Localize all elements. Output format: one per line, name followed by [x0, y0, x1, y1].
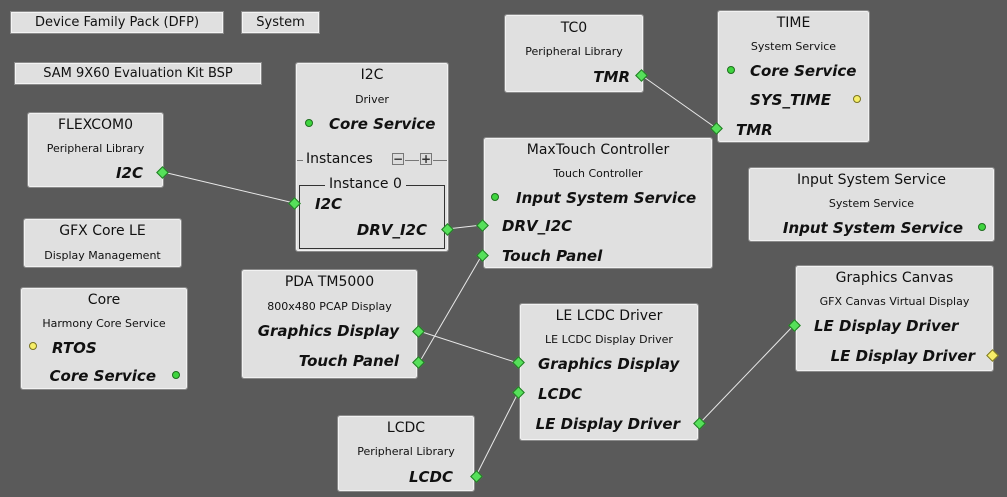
instances-divider-mid [405, 160, 419, 161]
node-title: TC0 [560, 20, 588, 36]
node-subtitle: 800x480 PCAP Display [267, 300, 392, 313]
instance-0-label: Instance 0 [325, 176, 406, 192]
core-service-port-label: Core Service [750, 62, 857, 80]
i2c-port-label: I2C [115, 164, 143, 182]
wire-lelcdc-canvas [698, 324, 795, 425]
node-subtitle: GFX Canvas Virtual Display [819, 295, 970, 308]
node-subtitle: Touch Controller [553, 167, 643, 180]
core-service-port-label: Core Service [49, 367, 156, 385]
node-subtitle: Peripheral Library [46, 142, 145, 155]
sys-time-port-label: SYS_TIME [750, 91, 831, 109]
wire-lcdc-lelcdc [475, 392, 519, 477]
node-title: TIME [776, 15, 811, 31]
time-core-service-connector[interactable] [727, 66, 735, 74]
node-title: GFX Core LE [59, 223, 146, 239]
lcdc-port-label: LCDC [538, 385, 583, 403]
i2c-port-label: I2C [315, 195, 343, 213]
node-subtitle: Peripheral Library [525, 45, 623, 58]
wire-pda-maxtouch-touch [418, 254, 483, 364]
graphics-canvas-node[interactable]: Graphics Canvas GFX Canvas Virtual Displ… [795, 265, 994, 372]
input-system-connector[interactable] [978, 223, 986, 231]
pda-tm5000-node[interactable]: PDA TM5000 800x480 PCAP Display Graphics… [241, 269, 418, 379]
wire-flexcom0-i2c [162, 171, 295, 204]
dfp-button[interactable]: Device Family Pack (DFP) [10, 11, 224, 34]
instances-divider-left [297, 160, 303, 161]
node-title: Core [87, 292, 121, 308]
maxtouch-node[interactable]: MaxTouch Controller Touch Controller Inp… [483, 137, 713, 269]
le-display-driver-port-label: LE Display Driver [535, 415, 680, 433]
rtos-port-label: RTOS [52, 339, 97, 357]
node-title: Input System Service [796, 172, 947, 188]
gfx-core-node[interactable]: GFX Core LE Display Management [23, 218, 182, 268]
le-lcdc-driver-node[interactable]: LE LCDC Driver LE LCDC Display Driver Gr… [519, 303, 699, 441]
node-subtitle: LE LCDC Display Driver [545, 333, 673, 346]
core-rtos-connector[interactable] [29, 342, 37, 350]
graphics-display-port-label: Graphics Display [257, 322, 399, 340]
node-subtitle: Display Management [44, 249, 161, 262]
node-subtitle: Driver [355, 93, 389, 106]
input-system-port-label: Input System Service [782, 219, 963, 237]
wire-pda-lelcdc-gfx [418, 330, 519, 364]
maxtouch-input-connector[interactable] [491, 193, 499, 201]
drv-i2c-port-label: DRV_I2C [356, 221, 427, 239]
touch-panel-port-label: Touch Panel [502, 247, 603, 265]
node-subtitle: System Service [828, 197, 915, 210]
core-core-service-connector[interactable] [172, 371, 180, 379]
node-title: PDA TM5000 [284, 274, 375, 290]
touch-panel-port-label: Touch Panel [298, 352, 399, 370]
lcdc-node[interactable]: LCDC Peripheral Library LCDC [337, 415, 475, 492]
node-title: LCDC [386, 420, 426, 436]
core-service-port-label: Core Service [329, 115, 436, 133]
add-instance-button[interactable]: + [420, 152, 432, 166]
node-title: Graphics Canvas [835, 270, 954, 286]
system-button[interactable]: System [241, 11, 320, 34]
node-title: LE LCDC Driver [555, 308, 663, 324]
i2c-node[interactable]: I2C Driver Core Service Instances − + In… [295, 62, 449, 252]
instances-divider-right [433, 160, 447, 161]
instances-label: Instances [306, 151, 373, 167]
node-subtitle: Harmony Core Service [42, 317, 166, 330]
graphics-display-port-label: Graphics Display [538, 355, 680, 373]
drv-i2c-port-label: DRV_I2C [502, 217, 573, 235]
lcdc-port-label: LCDC [408, 468, 453, 486]
flexcom0-node[interactable]: FLEXCOM0 Peripheral Library I2C [27, 112, 164, 188]
tmr-port-label: TMR [593, 68, 630, 86]
input-system-node[interactable]: Input System Service System Service Inpu… [748, 167, 995, 242]
remove-instance-button[interactable]: − [392, 152, 404, 166]
time-node[interactable]: TIME System Service Core Service SYS_TIM… [717, 10, 870, 143]
le-display-driver-in-port-label: LE Display Driver [814, 317, 959, 335]
node-title: MaxTouch Controller [526, 142, 670, 158]
node-subtitle: Peripheral Library [357, 445, 455, 458]
i2c-core-service-connector[interactable] [305, 119, 313, 127]
tc0-node[interactable]: TC0 Peripheral Library TMR [504, 14, 644, 93]
node-title: I2C [360, 67, 384, 83]
node-subtitle: System Service [750, 40, 837, 53]
input-system-port-label: Input System Service [516, 189, 697, 207]
wire-tc0-time-tmr [640, 74, 717, 129]
tmr-port-label: TMR [736, 121, 773, 139]
time-sys-time-connector[interactable] [853, 95, 861, 103]
bsp-node[interactable]: SAM 9X60 Evaluation Kit BSP [14, 62, 262, 85]
node-title: FLEXCOM0 [57, 117, 134, 133]
le-display-driver-out-port-label: LE Display Driver [830, 347, 975, 365]
core-node[interactable]: Core Harmony Core Service RTOS Core Serv… [20, 287, 188, 390]
